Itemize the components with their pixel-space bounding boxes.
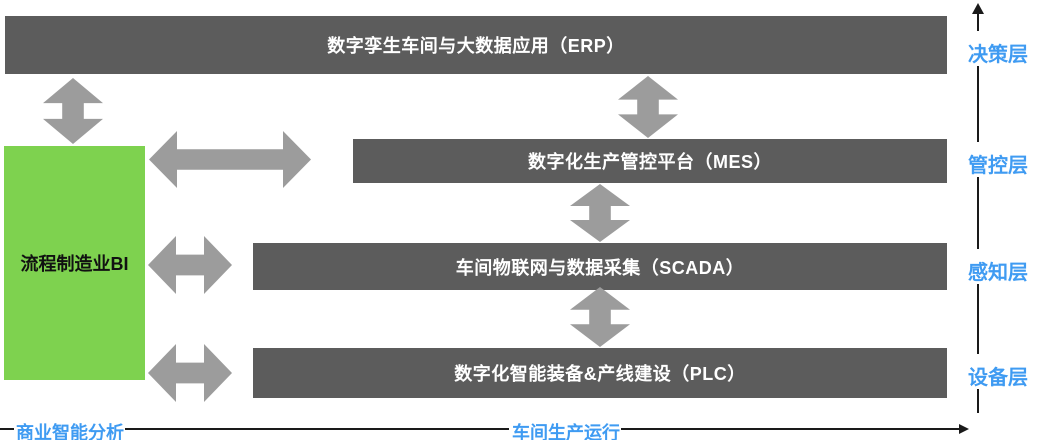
scada-bar: 车间物联网与数据采集（SCADA）	[253, 243, 947, 290]
erp-bar: 数字孪生车间与大数据应用（ERP）	[5, 16, 947, 74]
bottom-axis-segment	[125, 428, 509, 430]
bottom-axis-segment	[0, 428, 14, 430]
mes-bar: 数字化生产管控平台（MES）	[353, 139, 947, 183]
scada-bar-label: 车间物联网与数据采集（SCADA）	[455, 257, 745, 278]
double-arrow-bi-erp-icon	[43, 78, 103, 144]
double-arrow-bi-scada-icon	[148, 236, 232, 294]
layer-label-perception: 感知层	[968, 262, 1028, 284]
layer-axis-segment	[977, 66, 979, 142]
double-arrow-bi-mes-icon	[149, 131, 311, 188]
plc-bar: 数字化智能装备&产线建设（PLC）	[253, 348, 947, 398]
layer-axis-segment	[977, 284, 979, 354]
layer-label-control: 管控层	[968, 155, 1028, 177]
right-arrow-icon	[959, 424, 969, 434]
double-arrow-mes-scada-icon	[570, 184, 630, 242]
plc-bar-label: 数字化智能装备&产线建设（PLC）	[454, 364, 746, 384]
mes-bar-label: 数字化生产管控平台（MES）	[527, 152, 772, 172]
double-arrow-bi-plc-icon	[148, 344, 232, 402]
layer-axis-segment	[977, 13, 979, 31]
layer-label-decision: 决策层	[968, 44, 1028, 66]
up-arrow-icon	[972, 3, 984, 14]
erp-bar-label: 数字孪生车间与大数据应用（ERP）	[327, 36, 625, 56]
bi-box-label: 流程制造业BI	[20, 254, 129, 274]
double-arrow-erp-mes-icon	[618, 76, 678, 138]
double-arrow-scada-plc-icon	[570, 287, 630, 347]
bottom-axis-label-production: 车间生产运行	[512, 423, 620, 440]
layer-axis-segment	[977, 389, 979, 413]
bottom-axis-label-bi: 商业智能分析	[16, 423, 124, 440]
bottom-axis-segment	[621, 428, 961, 430]
layer-label-device: 设备层	[968, 367, 1028, 389]
layer-axis-segment	[977, 177, 979, 249]
bi-box: 流程制造业BI	[4, 146, 145, 380]
